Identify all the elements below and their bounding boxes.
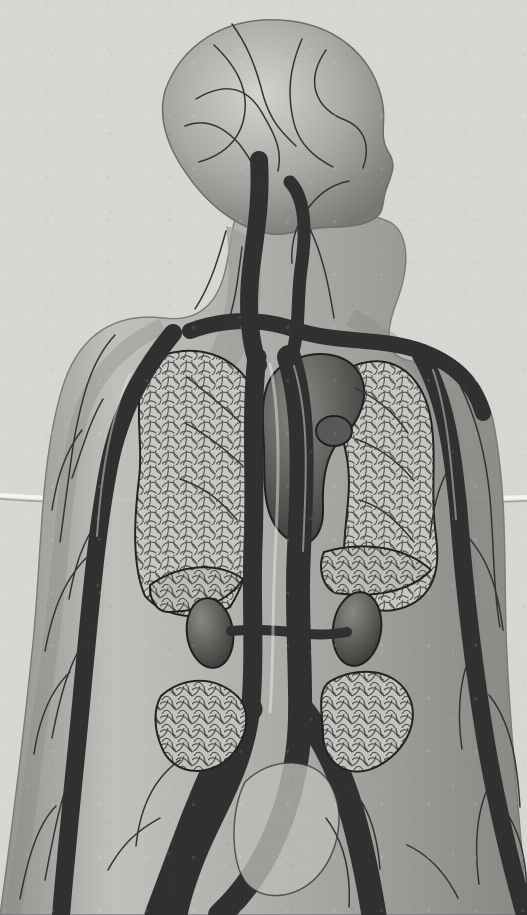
aortic-arch-node [316,416,352,446]
jugular-vein [249,160,260,365]
renal-vessels [231,630,347,635]
